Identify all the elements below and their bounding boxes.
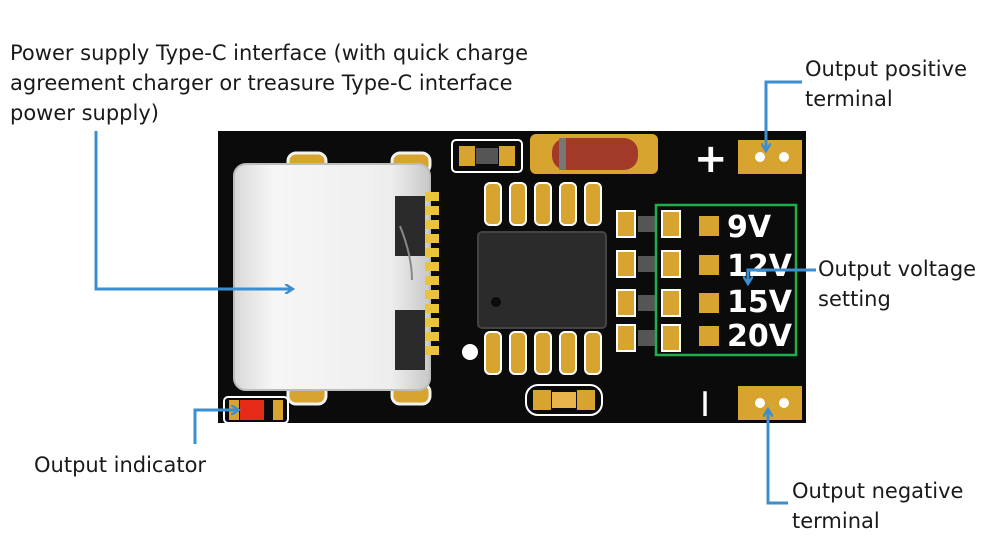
output-positive-pads [738,140,802,174]
usb-c-connector-icon [233,163,431,391]
voltage-select-pads [699,216,719,346]
indicator-callout-line [193,410,238,444]
voltage-15v-label: 15V [727,285,793,320]
output-positive-label: Output positive terminal [805,57,967,111]
output-indicator-label: Output indicator [34,453,207,477]
typec-interface-label: Power supply Type-C interface (with quic… [10,41,529,125]
usb-pin-row [425,192,439,355]
negative-callout-line [768,410,788,505]
ic-lower-pins [484,331,602,375]
smd-capacitor [525,384,603,416]
typec-callout-line [94,131,292,289]
voltage-9v-label: 9V [727,210,772,245]
voltage-12v-label: 12V [727,249,793,284]
output-negative-label: Output negative terminal [792,479,964,533]
ic-chip-icon [477,231,607,329]
via-hole [462,344,478,360]
output-negative-pads [738,386,802,420]
voltage-20v-label: 20V [727,319,793,354]
voltage-callout-line [748,268,816,283]
output-voltage-label: Output voltage setting [818,257,977,311]
resistor-array [616,210,681,352]
voltage-select-box [654,203,798,357]
ic-upper-pins [484,182,602,226]
minus-silkscreen: I [700,385,710,425]
plus-silkscreen: + [694,136,728,182]
positive-callout-line [766,80,802,150]
diode-icon [530,134,658,174]
smd-resistor [451,139,523,173]
